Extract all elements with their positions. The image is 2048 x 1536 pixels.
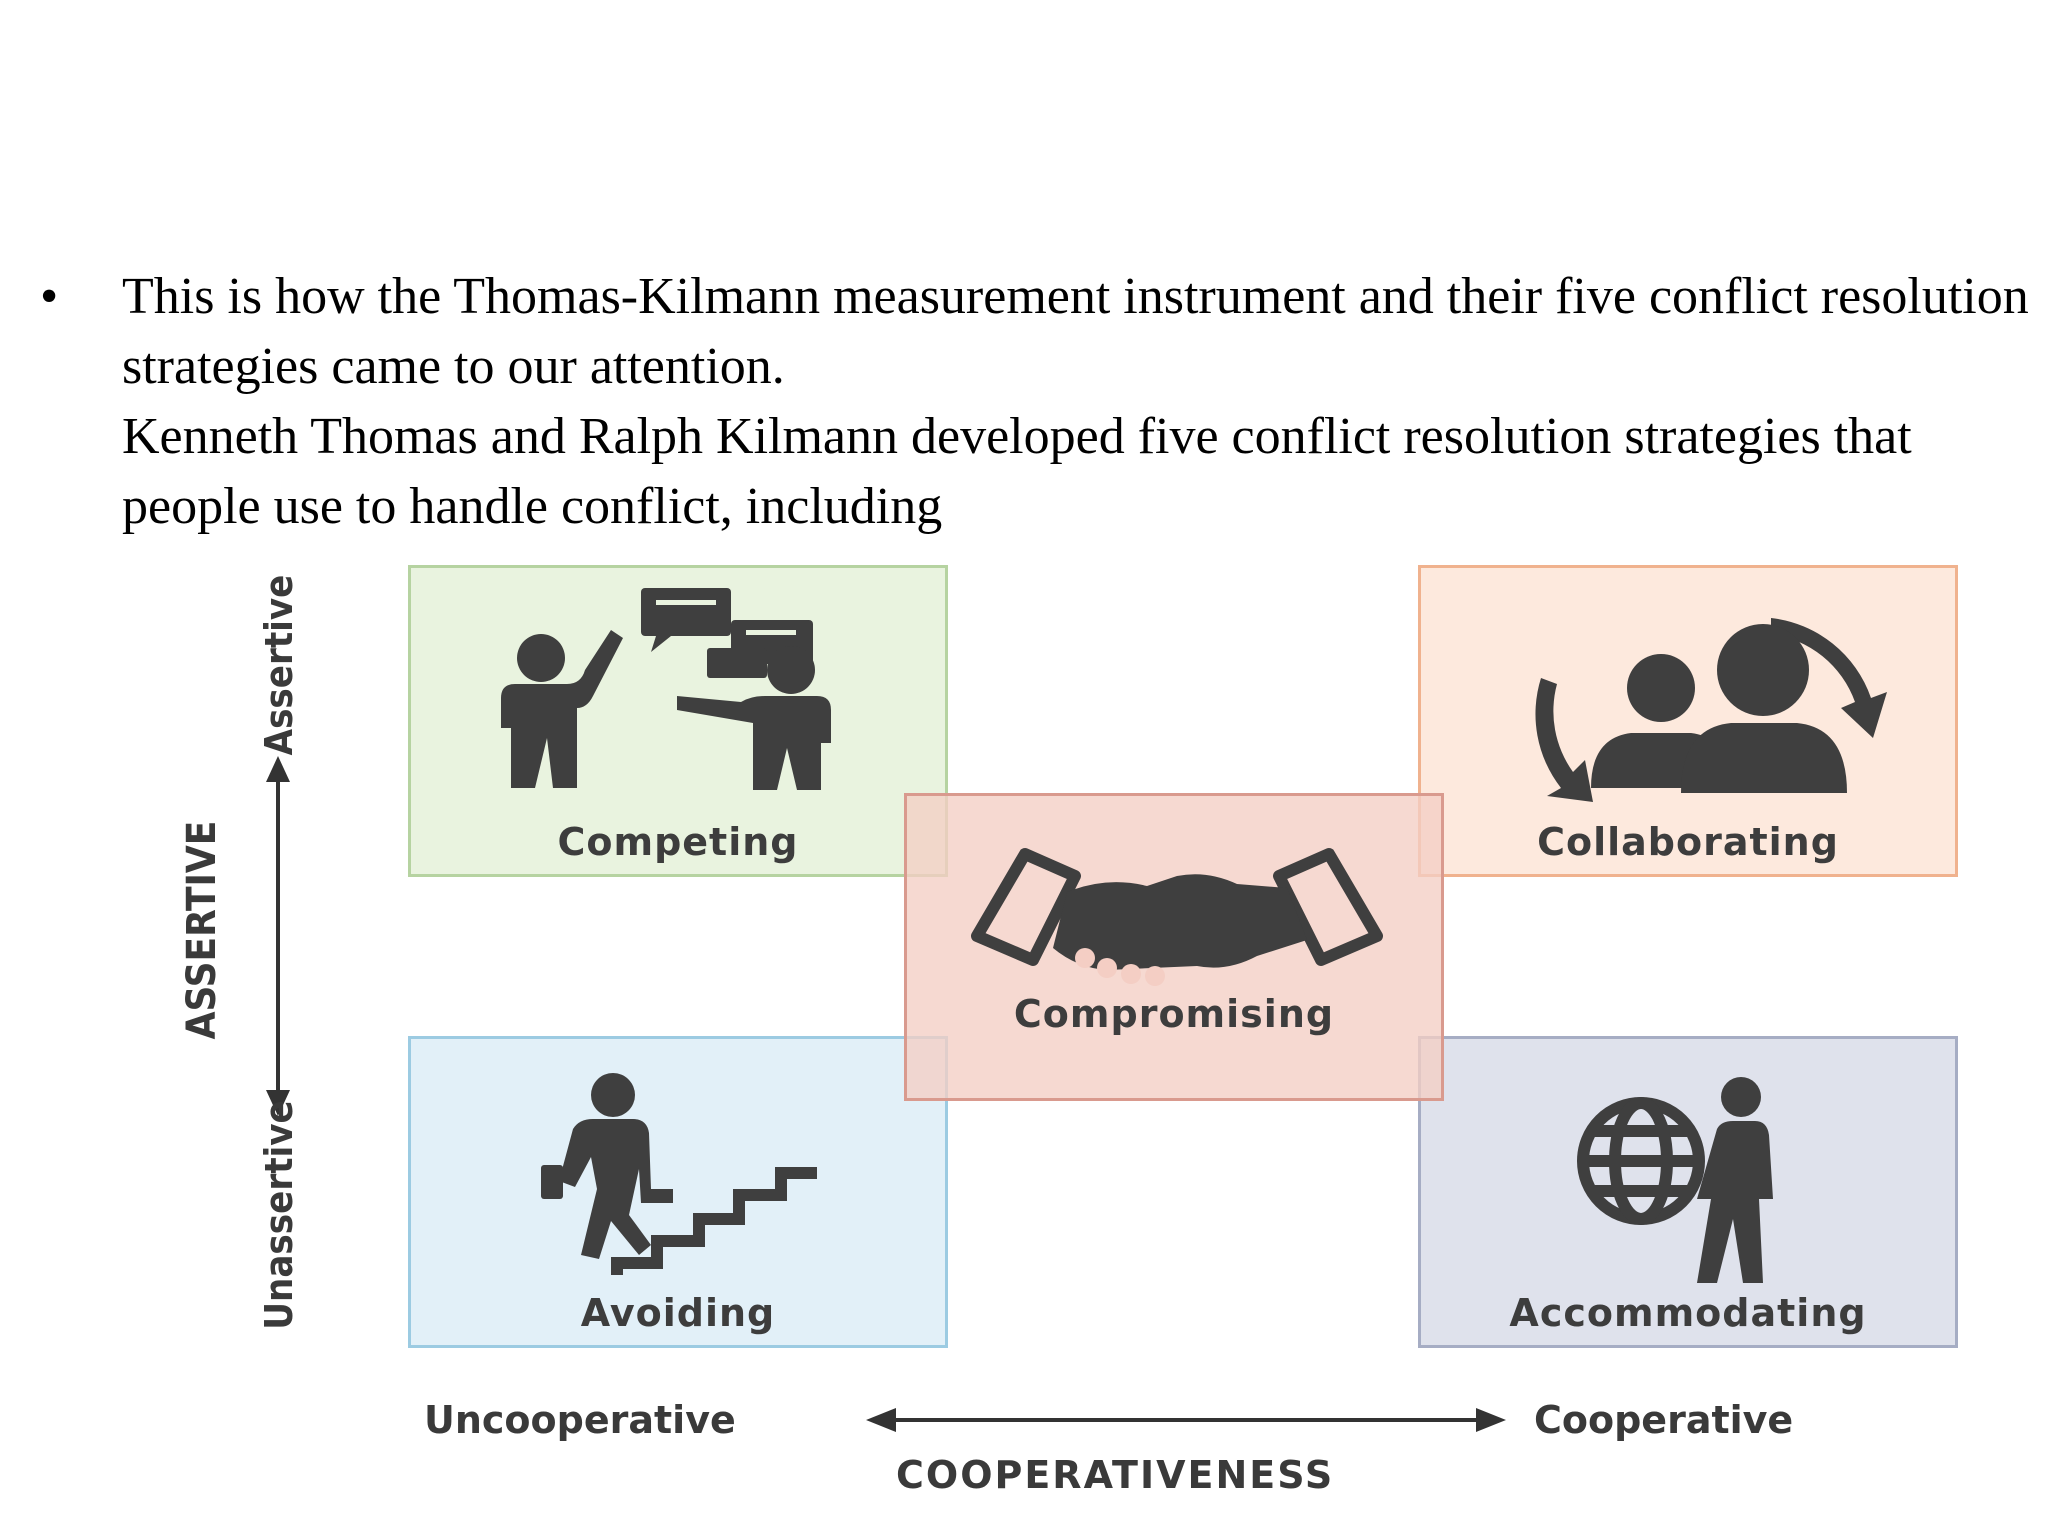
- competing-label: Competing: [557, 820, 799, 864]
- compromising-box: Compromising: [904, 793, 1444, 1101]
- y-axis-bottom-label: Unassertive: [257, 1100, 301, 1330]
- accommodating-label: Accommodating: [1509, 1291, 1867, 1335]
- person-with-globe-icon: [1577, 1077, 1773, 1283]
- x-axis-right-label: Cooperative: [1534, 1398, 1794, 1442]
- y-axis-arrow: [266, 756, 290, 1116]
- avoiding-label: Avoiding: [580, 1291, 776, 1335]
- collaborating-label: Collaborating: [1537, 820, 1839, 864]
- avoiding-box: Avoiding: [408, 1036, 948, 1348]
- bullet-line-2: Kenneth Thomas and Ralph Kilmann develop…: [122, 408, 1912, 535]
- x-axis-left-label: Uncooperative: [424, 1398, 736, 1442]
- arguing-people-icon: [501, 588, 831, 790]
- people-cycle-icon: [1535, 618, 1887, 802]
- bullet-text: This is how the Thomas-Kilmann measureme…: [122, 262, 2042, 542]
- y-axis-top-label: Assertive: [257, 574, 301, 756]
- bullet-dot: •: [40, 268, 59, 325]
- handshake-icon: [971, 848, 1383, 986]
- stair-climber-icon: [541, 1073, 817, 1275]
- bullet-line-1: This is how the Thomas-Kilmann measureme…: [122, 268, 2029, 395]
- x-axis-title: COOPERATIVENESS: [896, 1453, 1335, 1497]
- x-axis-arrow: [866, 1408, 1506, 1432]
- competing-box: Competing: [408, 565, 948, 877]
- y-axis-title: ASSERTIVE: [179, 820, 225, 1040]
- accommodating-box: Accommodating: [1418, 1036, 1958, 1348]
- collaborating-box: Collaborating: [1418, 565, 1958, 877]
- compromising-label: Compromising: [1013, 992, 1335, 1036]
